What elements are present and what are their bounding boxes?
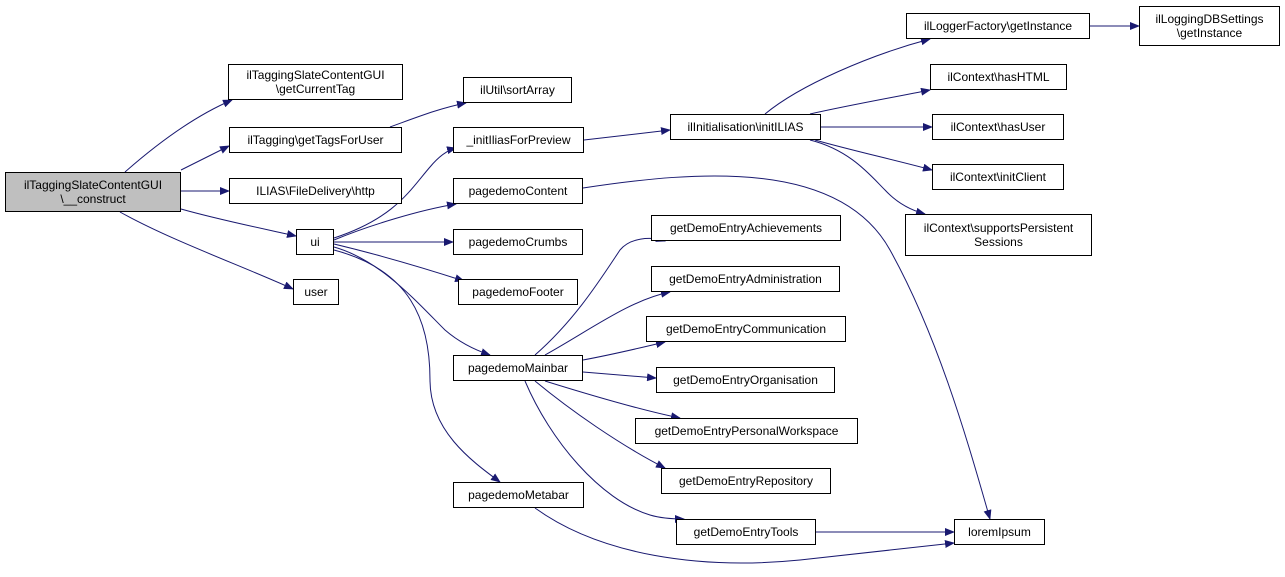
node-has-user[interactable]: ilContext\hasUser bbox=[932, 114, 1064, 140]
node-label-line: ilContext\supportsPersistent bbox=[923, 221, 1074, 235]
node-label-line: ui bbox=[310, 235, 320, 249]
edge-pdMainbar-to-organisation bbox=[582, 371, 657, 382]
edge-pdMainbar-to-communication bbox=[582, 340, 666, 361]
node-user[interactable]: user bbox=[293, 279, 339, 305]
node-label-line: getDemoEntryCommunication bbox=[665, 322, 827, 336]
node-label-line: pagedemoCrumbs bbox=[468, 235, 568, 249]
node-administration[interactable]: getDemoEntryAdministration bbox=[651, 266, 840, 292]
node-label-line: ilContext\hasHTML bbox=[947, 70, 1050, 84]
node-label-line: getDemoEntryRepository bbox=[678, 474, 814, 488]
node-sort-array[interactable]: ilUtil\sortArray bbox=[463, 77, 572, 103]
node-label-line: \getCurrentTag bbox=[275, 82, 356, 96]
node-label-line: pagedemoMainbar bbox=[467, 361, 569, 375]
node-label-line: Sessions bbox=[974, 235, 1023, 249]
node-lorem[interactable]: loremIpsum bbox=[954, 519, 1045, 545]
node-get-tags-for-user[interactable]: ilTagging\getTagsForUser bbox=[229, 127, 402, 153]
edge-pdContent-to-lorem bbox=[582, 175, 992, 520]
node-communication[interactable]: getDemoEntryCommunication bbox=[646, 316, 846, 342]
node-pd-metabar[interactable]: pagedemoMetabar bbox=[453, 482, 584, 508]
edge-initILIAS-to-initClient bbox=[814, 139, 933, 172]
edge-root-to-user bbox=[119, 211, 294, 290]
node-pd-content[interactable]: pagedemoContent bbox=[453, 178, 583, 204]
node-label-line: getDemoEntryAdministration bbox=[669, 272, 822, 286]
node-organisation[interactable]: getDemoEntryOrganisation bbox=[656, 367, 835, 393]
node-pd-footer[interactable]: pagedemoFooter bbox=[458, 279, 578, 305]
node-has-h-t-m-l[interactable]: ilContext\hasHTML bbox=[930, 64, 1067, 90]
node-achievements[interactable]: getDemoEntryAchievements bbox=[651, 215, 841, 241]
node-init-i-l-i-a-s[interactable]: ilInitialisation\initILIAS bbox=[670, 114, 821, 140]
node-label-line: loremIpsum bbox=[968, 525, 1031, 539]
node-db-instance[interactable]: ilLoggingDBSettings\getInstance bbox=[1139, 6, 1280, 46]
edge-initILIAS-to-supports bbox=[809, 139, 926, 216]
node-label-line: \__construct bbox=[60, 192, 126, 206]
node-repository[interactable]: getDemoEntryRepository bbox=[661, 468, 831, 494]
node-label-line: ilTaggingSlateContentGUI bbox=[246, 68, 385, 82]
edge-initILIAS-to-hasHTML bbox=[809, 87, 931, 115]
edge-pdMainbar-to-repository bbox=[534, 380, 666, 469]
edge-ui-to-initIlias bbox=[333, 146, 457, 239]
node-label-line: ilLoggingDBSettings bbox=[1155, 12, 1264, 26]
node-root: ilTaggingSlateContentGUI\__construct bbox=[5, 172, 181, 212]
node-label-line: ILIAS\FileDelivery\http bbox=[256, 184, 375, 198]
edge-ui-to-pdMetabar bbox=[333, 249, 501, 483]
node-label-line: _initIliasForPreview bbox=[466, 133, 571, 147]
node-label-line: ilTagging\getTagsForUser bbox=[247, 133, 384, 147]
edge-ui-to-pdFooter bbox=[333, 243, 465, 283]
edge-ui-to-pdMainbar bbox=[333, 246, 491, 356]
node-get-instance[interactable]: ilLoggerFactory\getInstance bbox=[906, 13, 1090, 39]
edge-initIlias-to-initILIAS bbox=[583, 127, 671, 141]
node-get-current-tag[interactable]: ilTaggingSlateContentGUI\getCurrentTag bbox=[228, 64, 403, 100]
node-pd-mainbar[interactable]: pagedemoMainbar bbox=[453, 355, 583, 381]
node-label-line: ilContext\initClient bbox=[949, 170, 1047, 184]
node-personal[interactable]: getDemoEntryPersonalWorkspace bbox=[635, 418, 858, 444]
node-label-line: getDemoEntryTools bbox=[693, 525, 799, 539]
edge-getTagsForUser-to-sortArray bbox=[389, 100, 467, 128]
edge-root-to-getCurrentTag bbox=[124, 99, 233, 173]
edge-pdMainbar-to-achievements bbox=[534, 234, 666, 356]
node-label-line: ilInitialisation\initILIAS bbox=[687, 120, 804, 134]
edge-root-to-ui bbox=[180, 208, 297, 238]
node-label-line: ilLoggerFactory\getInstance bbox=[923, 19, 1073, 33]
edge-pdMainbar-to-personal bbox=[544, 380, 681, 421]
node-ui[interactable]: ui bbox=[296, 229, 334, 255]
edge-ui-to-pdContent bbox=[333, 201, 457, 241]
node-label-line: pagedemoContent bbox=[468, 184, 568, 198]
node-label-line: pagedemoFooter bbox=[472, 285, 564, 299]
node-label-line: ilTaggingSlateContentGUI bbox=[23, 178, 163, 192]
node-label-line: getDemoEntryOrganisation bbox=[673, 373, 818, 387]
node-pd-crumbs[interactable]: pagedemoCrumbs bbox=[453, 229, 583, 255]
node-label-line: getDemoEntryPersonalWorkspace bbox=[654, 424, 839, 438]
node-http[interactable]: ILIAS\FileDelivery\http bbox=[229, 178, 402, 204]
edge-root-to-getTagsForUser bbox=[180, 145, 230, 171]
node-label-line: ilContext\hasUser bbox=[950, 120, 1046, 134]
node-label-line: user bbox=[304, 285, 328, 299]
edge-pdMainbar-to-administration bbox=[544, 289, 671, 356]
node-label-line: getDemoEntryAchievements bbox=[669, 221, 823, 235]
node-init-client[interactable]: ilContext\initClient bbox=[932, 164, 1064, 190]
node-init-ilias[interactable]: _initIliasForPreview bbox=[453, 127, 584, 153]
edge-pdMainbar-to-tools bbox=[524, 380, 685, 523]
edge-initILIAS-to-getInstance bbox=[764, 37, 931, 115]
node-label-line: pagedemoMetabar bbox=[468, 488, 569, 502]
edge-pdMetabar-to-lorem bbox=[534, 507, 955, 564]
node-label-line: ilUtil\sortArray bbox=[480, 83, 555, 97]
node-tools[interactable]: getDemoEntryTools bbox=[676, 519, 816, 545]
node-label-line: \getInstance bbox=[1176, 26, 1243, 40]
